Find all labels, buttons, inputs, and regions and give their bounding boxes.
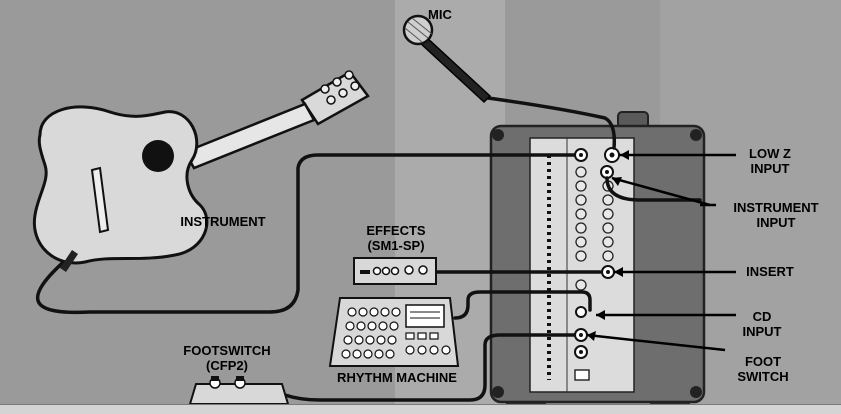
label-effects: EFFECTS [366,223,426,238]
rhythm-machine [328,297,460,367]
label-foot-switch-1: FOOT [744,354,782,369]
guitar-soundhole [142,140,174,172]
guitar-tuners [320,70,360,105]
guitar-body [32,105,209,265]
cable-footswitch [283,333,576,402]
amp-corner-br [690,386,702,398]
amp-corner-tr [690,129,702,141]
label-instrument-input-2: INPUT [756,215,796,230]
leader-arrows [587,150,629,341]
microphone [402,14,492,104]
label-footswitch-model: (CFP2) [206,358,248,373]
cable-instrument-2 [605,176,702,202]
label-low-z-1: LOW Z [749,146,791,161]
amp-power-switch [574,369,590,381]
label-instrument: INSTRUMENT [180,214,266,229]
acoustic-guitar [32,70,370,272]
amp-knobs [575,166,614,291]
amp-corner-bl [492,386,504,398]
label-instrument-input-1: INSTRUMENT [733,200,819,215]
label-rhythm-machine: RHYTHM MACHINE [337,370,457,385]
label-cd-2: INPUT [742,324,782,339]
bottom-strip [0,404,841,414]
label-insert: INSERT [746,264,794,279]
leader-lines [586,153,736,352]
label-low-z-2: INPUT [750,161,790,176]
label-mic: MIC [428,7,452,22]
jack-cd [575,306,587,318]
cable-mic [486,96,617,150]
label-footswitch: FOOTSWITCH [183,343,271,358]
cable-rhythm [453,290,592,320]
guitar-endpin [60,250,78,272]
cables [35,96,702,402]
cable-instrument [35,153,576,315]
guitar-bridge [90,166,110,234]
rhythm-display [405,304,445,328]
label-foot-switch-2: SWITCH [737,369,789,384]
label-cd-1: CD [752,309,772,324]
label-effects-model: (SM1-SP) [367,238,425,253]
effects-unit [353,257,437,285]
amp-corner-tl [492,129,504,141]
